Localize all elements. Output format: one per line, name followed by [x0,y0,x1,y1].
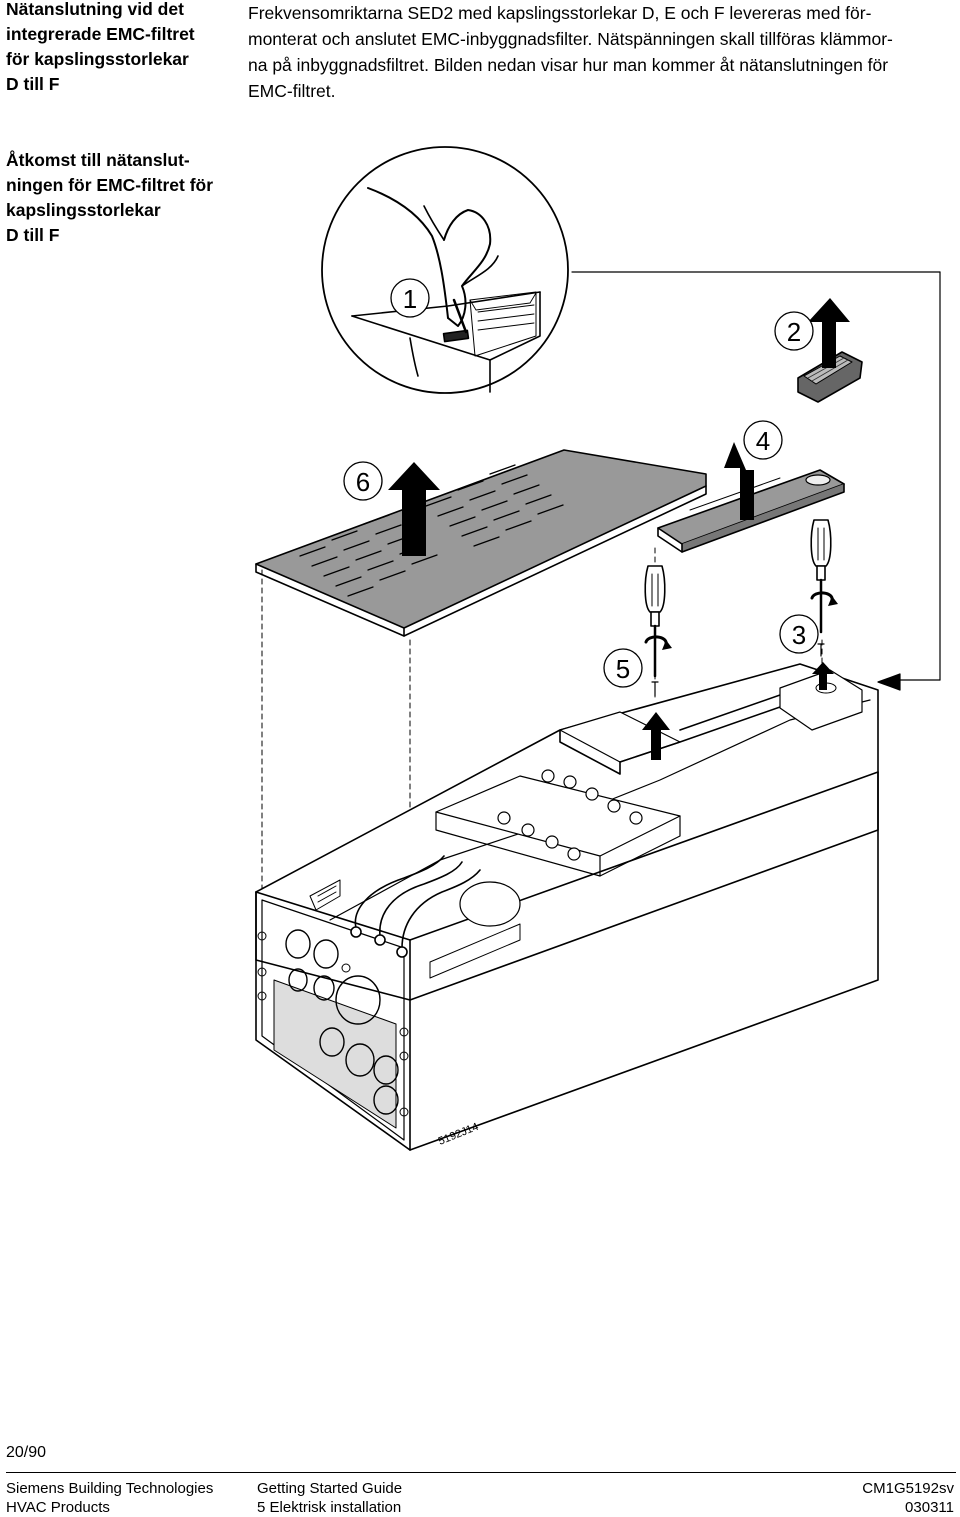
screwdriver-step-3 [810,519,838,657]
footer-document-id: CM1G5192sv [862,1480,954,1497]
paragraph-line: na på inbyggnadsfiltret. Bilden nedan vi… [248,55,889,75]
svg-text:1: 1 [403,284,417,314]
section-heading-line: Nätanslutning vid det [6,0,184,19]
footer-company-block: Siemens Building Technologies HVAC Produ… [6,1479,213,1517]
keypad-removal [797,298,863,403]
footer-company: Siemens Building Technologies [6,1480,214,1497]
paragraph-line: EMC-filtret. [248,81,336,101]
svg-text:6: 6 [356,467,370,497]
intro-paragraph: Frekvensomriktarna SED2 med kapslingssto… [248,0,953,104]
footer-document-title: Getting Started Guide [257,1480,403,1497]
step-label-1: 1 [390,278,430,318]
step-label-2: 2 [774,311,814,351]
screwdriver-step-5 [644,565,672,697]
paragraph-line: Frekvensomriktarna SED2 med kapslingssto… [248,3,872,23]
figure-heading-line: kapslingsstorlekar [6,200,161,220]
step-label-4: 4 [743,420,783,460]
footer-date-code: 030311 [905,1499,954,1516]
footer-id-block: CM1G5192sv 030311 [862,1479,954,1517]
footer-chapter: 5 Elektrisk installation [257,1499,402,1516]
arrow-lift-terminal-cover [642,712,670,760]
drive-housing [255,663,879,1151]
section-heading-line: D till F [6,74,60,94]
figure-heading-line: ningen för EMC-filtret för [6,175,214,195]
emc-filter-access-illustration: 1 2 3 4 5 6 5192J14 [255,146,941,1151]
step-label-6: 6 [343,461,383,501]
figure-heading: Åtkomst till nätanslut- ningen för EMC-f… [6,148,213,248]
page-number: 20/90 [6,1444,47,1461]
arrow-lift-small-cover [812,662,834,690]
svg-text:3: 3 [792,620,806,650]
step-label-3: 3 [779,614,819,654]
front-cover-removal [657,442,845,553]
step-label-5: 5 [603,648,643,688]
footer-rule [6,1472,956,1473]
leader-frame [571,271,941,691]
housing-screws [257,931,409,1117]
section-heading-line: för kapslingsstorlekar [6,49,189,69]
svg-text:4: 4 [756,426,770,456]
svg-text:2: 2 [787,317,801,347]
figure-code: 5192J14 [437,1121,481,1148]
footer-division: HVAC Products [6,1499,110,1516]
section-heading: Nätanslutning vid det integrerade EMC-fi… [6,0,195,97]
vented-cover-removal [255,449,707,637]
power-cables [350,855,481,958]
svg-text:5: 5 [616,654,630,684]
footer-document-block: Getting Started Guide 5 Elektrisk instal… [257,1479,402,1517]
cable-glands [285,929,399,1115]
section-heading-line: integrerade EMC-filtret [6,24,195,44]
figure-heading-line: D till F [6,225,60,245]
paragraph-line: monterat och anslutet EMC-inbyggnadsfilt… [248,29,893,49]
figure-heading-line: Åtkomst till nätanslut- [6,150,190,170]
inset-keypad-release [321,146,569,394]
terminal-block [435,769,681,877]
